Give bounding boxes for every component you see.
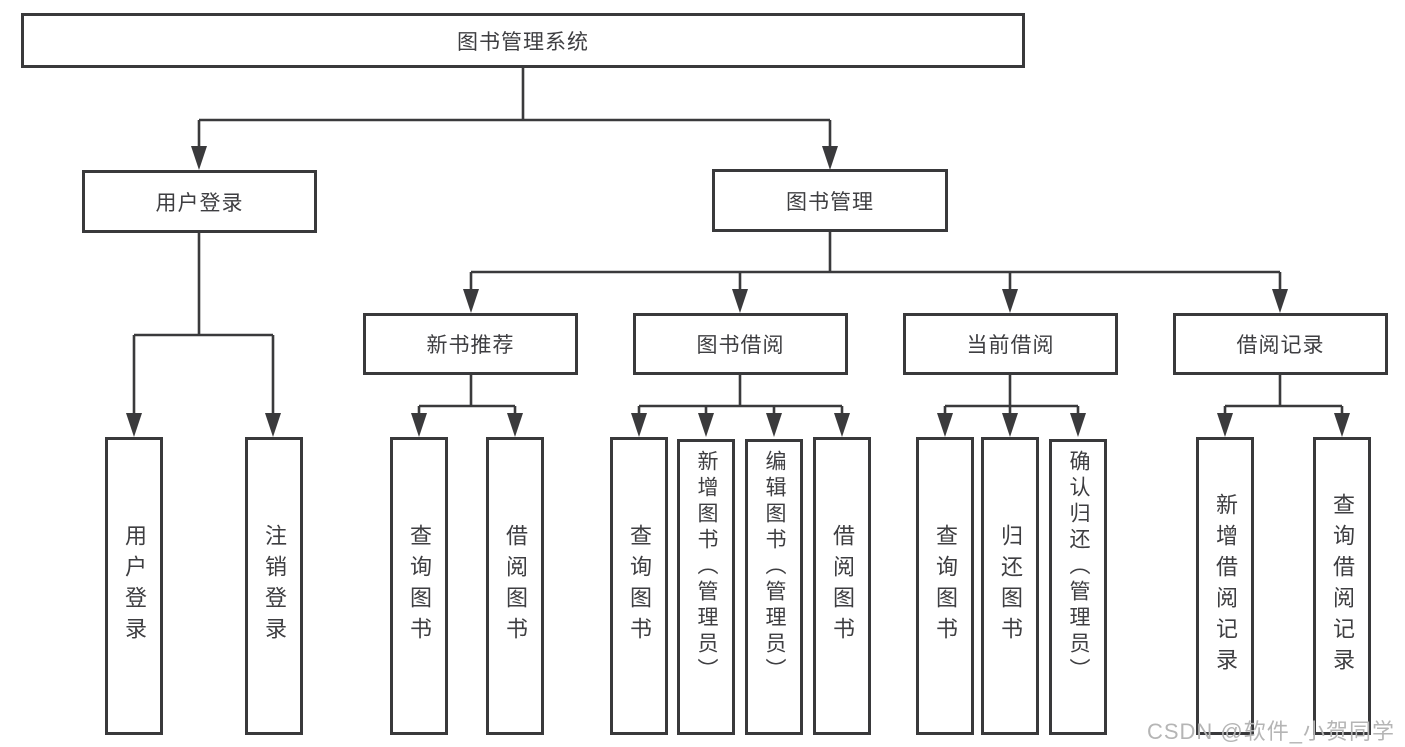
connector-book-mgmt-children [469, 232, 1282, 294]
node-leaf-nb-borrow-book: 借阅图书 [486, 437, 544, 735]
node-leaf-br-add-record: 新增借阅记录 [1196, 437, 1254, 735]
node-leaf-bb-add-book: 新增图书（管理员） [677, 439, 735, 735]
node-leaf-nb-query-book: 查询图书 [390, 437, 448, 735]
connector-book-borrow-children [637, 375, 844, 418]
node-current-borrow: 当前借阅 [903, 313, 1118, 375]
node-leaf-br-query-record: 查询借阅记录 [1313, 437, 1371, 735]
node-leaf-bb-edit-book: 编辑图书（管理员） [745, 439, 803, 735]
node-borrow-record: 借阅记录 [1173, 313, 1388, 375]
connector-new-book-rec-children [417, 375, 517, 418]
node-leaf-user-login: 用户登录 [105, 437, 163, 735]
node-leaf-bb-borrow-book: 借阅图书 [813, 437, 871, 735]
connector-root-to-level2 [197, 68, 832, 150]
node-root: 图书管理系统 [21, 13, 1025, 68]
node-leaf-cb-query-book: 查询图书 [916, 437, 974, 735]
connector-current-borrow-children [943, 375, 1080, 418]
connector-borrow-record-children [1223, 375, 1344, 418]
node-leaf-cb-return-book: 归还图书 [981, 437, 1039, 735]
node-book-mgmt: 图书管理 [712, 169, 948, 232]
node-book-borrow: 图书借阅 [633, 313, 848, 375]
connector-user-login-children [132, 233, 275, 418]
node-leaf-logout: 注销登录 [245, 437, 303, 735]
node-user-login: 用户登录 [82, 170, 317, 233]
node-new-book-rec: 新书推荐 [363, 313, 578, 375]
arrowheads [126, 146, 1350, 437]
node-leaf-cb-confirm-return: 确认归还（管理员） [1049, 439, 1107, 735]
node-leaf-bb-query-book: 查询图书 [610, 437, 668, 735]
csdn-watermark: CSDN @软件_小贺同学 [1146, 719, 1395, 744]
